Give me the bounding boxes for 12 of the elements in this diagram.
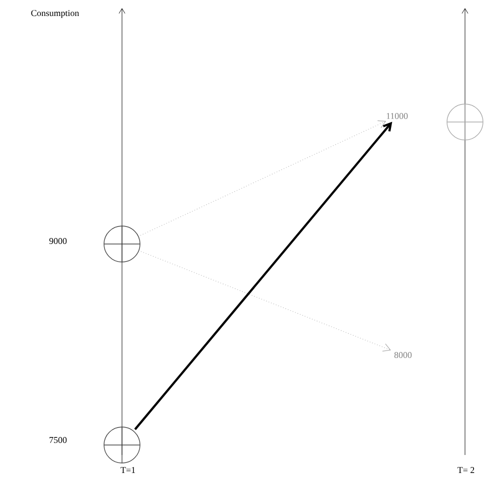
axis-label: T= 2 [458, 467, 474, 473]
value-label: 11000 [386, 112, 408, 120]
value-label: 8000 [394, 352, 412, 358]
arrow [134, 122, 392, 430]
crossed-circle [104, 226, 140, 262]
tick-label: 9000 [49, 238, 67, 244]
crossed-circle [446, 104, 484, 140]
tick-label: 7500 [50, 436, 67, 444]
arrow [140, 120, 386, 236]
crossed-circle [104, 426, 140, 464]
axis-title: Consumption [31, 10, 80, 18]
arrow [140, 251, 391, 352]
